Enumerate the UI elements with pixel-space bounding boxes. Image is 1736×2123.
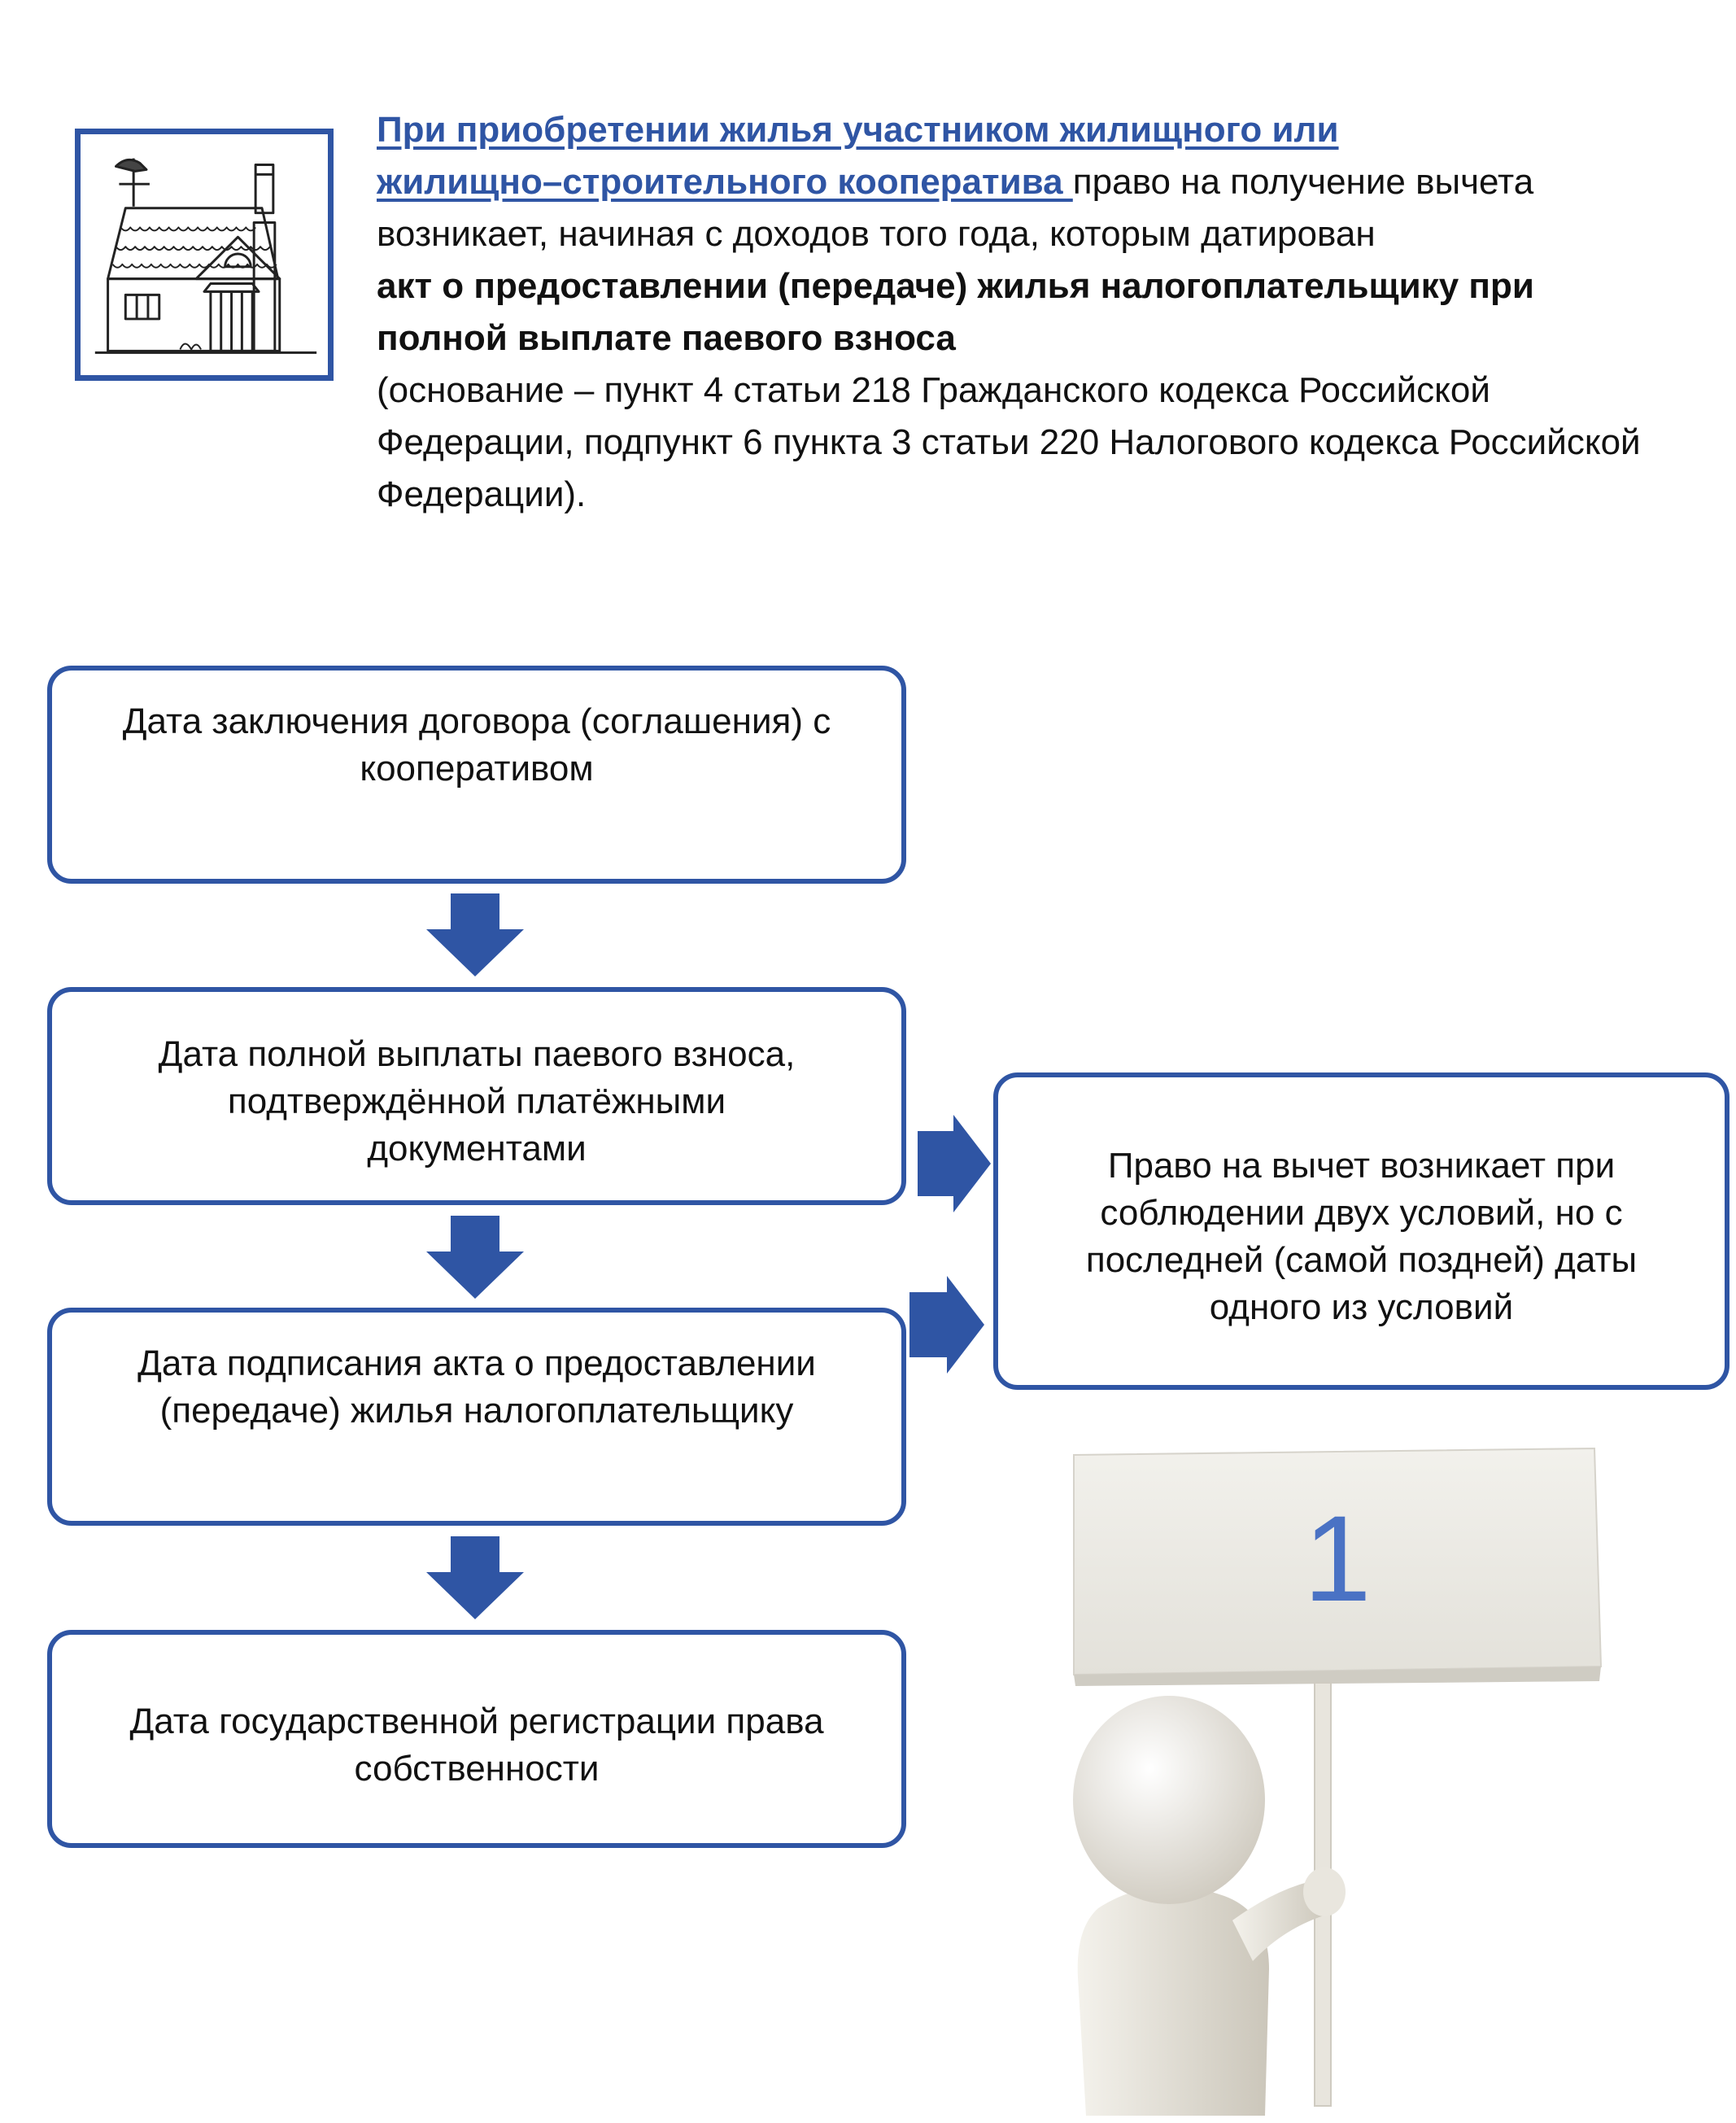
flow-box-result-line1: Право на вычет возникает при — [1107, 1146, 1616, 1186]
flow-box-payment-date: Дата полной выплаты паевого взноса, подт… — [47, 987, 906, 1205]
flow-box-result: Право на вычет возникает при соблюдении … — [993, 1072, 1729, 1390]
intro-title-line1: При приобретении жилья участником жилищн… — [377, 110, 1339, 150]
flow-box-payment-date-line1: Дата полной выплаты паевого взноса, — [158, 1034, 796, 1074]
flow-box-act-signing-date-line2: (передаче) жилья налогоплательщику — [159, 1391, 794, 1431]
flow-box-contract-date-line2: кооперативом — [360, 749, 594, 788]
flow-box-registration-date: Дата государственной регистрации права с… — [47, 1630, 906, 1848]
house-drawing-icon — [94, 158, 317, 354]
intro-title-link[interactable]: При приобретении жилья участником жилищн… — [377, 110, 1339, 202]
intro-paragraph: При приобретении жилья участником жилищн… — [377, 104, 1646, 521]
arrow-right-1-icon — [918, 1115, 991, 1212]
flow-box-payment-date-line3: документами — [367, 1129, 587, 1169]
sign-number: 1 — [1303, 1490, 1372, 1627]
house-illustration-frame — [75, 129, 334, 381]
flow-box-contract-date-line1: Дата заключения договора (соглашения) с — [122, 701, 831, 741]
arrow-down-1-icon — [426, 893, 524, 976]
flow-box-act-signing-date: Дата подписания акта о предоставлении (п… — [47, 1308, 906, 1526]
flow-box-result-line4: одного из условий — [1209, 1287, 1514, 1327]
flow-box-contract-date: Дата заключения договора (соглашения) с … — [47, 666, 906, 884]
intro-text: право на получение вычета возникает, нач… — [377, 162, 1534, 254]
flow-box-result-line3: последней (самой поздней) даты — [1085, 1240, 1638, 1280]
arrow-right-2-icon — [909, 1276, 984, 1374]
person-holding-sign-icon — [1073, 1447, 1603, 2116]
arrow-down-3-icon — [426, 1536, 524, 1619]
flow-box-payment-date-line2: подтверждённой платёжными — [227, 1081, 726, 1121]
intro-bold-text: акт о предоставлении (передаче) жилья на… — [377, 266, 1534, 358]
intro-title-line2: жилищно–строительного кооператива — [377, 162, 1073, 202]
flow-box-act-signing-date-line1: Дата подписания акта о предоставлении — [137, 1343, 816, 1383]
flow-box-result-line2: соблюдении двух условий, но с — [1100, 1193, 1623, 1233]
flow-box-registration-date-line1: Дата государственной регистрации права — [129, 1701, 824, 1741]
intro-basis-text: (основание – пункт 4 статьи 218 Гражданс… — [377, 370, 1641, 514]
flow-box-registration-date-line2: собственности — [354, 1749, 600, 1789]
arrow-down-2-icon — [426, 1216, 524, 1299]
